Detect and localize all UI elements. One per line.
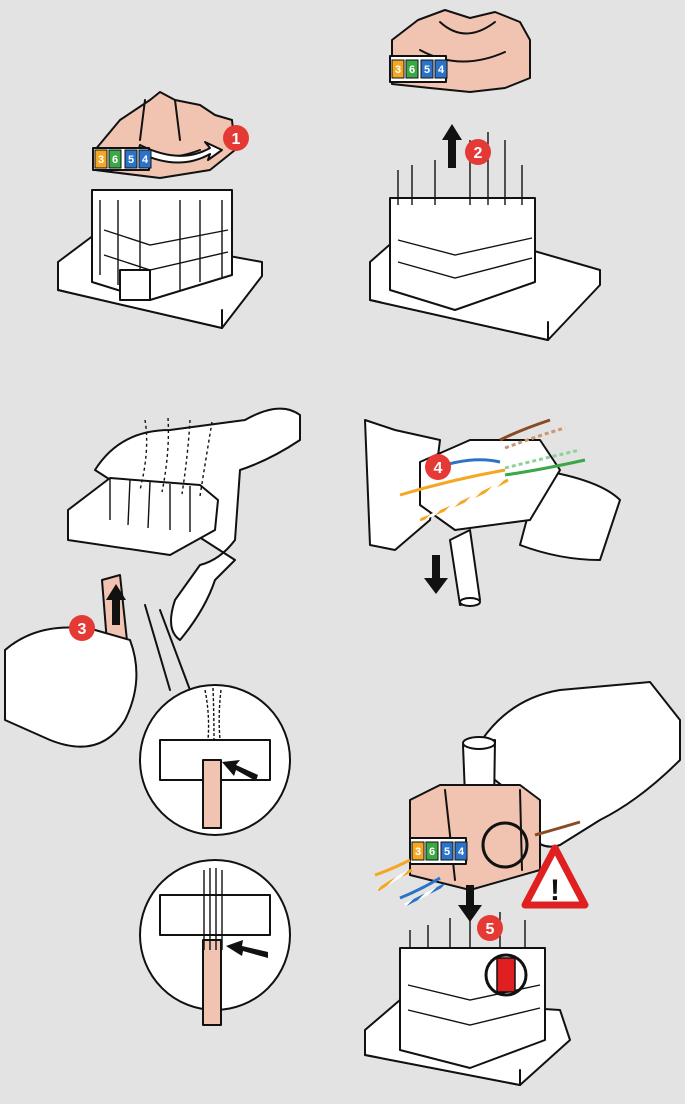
step5-terminal-label-5: 5 bbox=[444, 846, 450, 858]
step-number-1: 1 bbox=[232, 131, 241, 148]
step5-terminal-label-3: 3 bbox=[415, 846, 421, 858]
cable-step4 bbox=[450, 530, 480, 605]
cap-terminal-label-5: 5 bbox=[424, 64, 430, 76]
panel-step-5: 3 6 5 4 5 ! bbox=[365, 682, 680, 1085]
step-number-5: 5 bbox=[486, 921, 495, 938]
step5-terminal-label-4: 4 bbox=[458, 846, 465, 858]
detail-circle-2 bbox=[140, 860, 290, 1025]
terminal-label-6: 6 bbox=[112, 154, 118, 166]
wire-brown bbox=[500, 420, 550, 440]
release-latch bbox=[497, 958, 515, 992]
wire-cap-step3 bbox=[68, 478, 218, 555]
terminal-label-4: 4 bbox=[142, 154, 149, 166]
warning-symbol: ! bbox=[550, 874, 560, 907]
cap-terminal-label-6: 6 bbox=[409, 64, 415, 76]
cap-terminal-label-4: 4 bbox=[438, 64, 445, 76]
step-number-4: 4 bbox=[434, 460, 443, 477]
step5-terminal-label-6: 6 bbox=[429, 846, 435, 858]
wire-blue-5 bbox=[400, 878, 440, 898]
step-number-2: 2 bbox=[474, 145, 483, 162]
terminal-label-3: 3 bbox=[98, 154, 104, 166]
panel-step-3: 3 bbox=[5, 409, 300, 1025]
socket-clip bbox=[120, 270, 150, 300]
cap-terminal-label-3: 3 bbox=[395, 64, 401, 76]
hand-bottom bbox=[5, 628, 136, 747]
lift-arrow bbox=[442, 124, 462, 168]
panel-step-1: 3 6 5 4 1 bbox=[58, 92, 262, 328]
detail-circle-1 bbox=[140, 685, 290, 835]
push-arrow bbox=[424, 555, 448, 594]
panel-step-4: 4 bbox=[365, 420, 620, 606]
terminal-label-5: 5 bbox=[128, 154, 134, 166]
panel-step-2: 3 6 5 4 2 bbox=[370, 10, 600, 340]
step-number-3: 3 bbox=[78, 621, 87, 638]
